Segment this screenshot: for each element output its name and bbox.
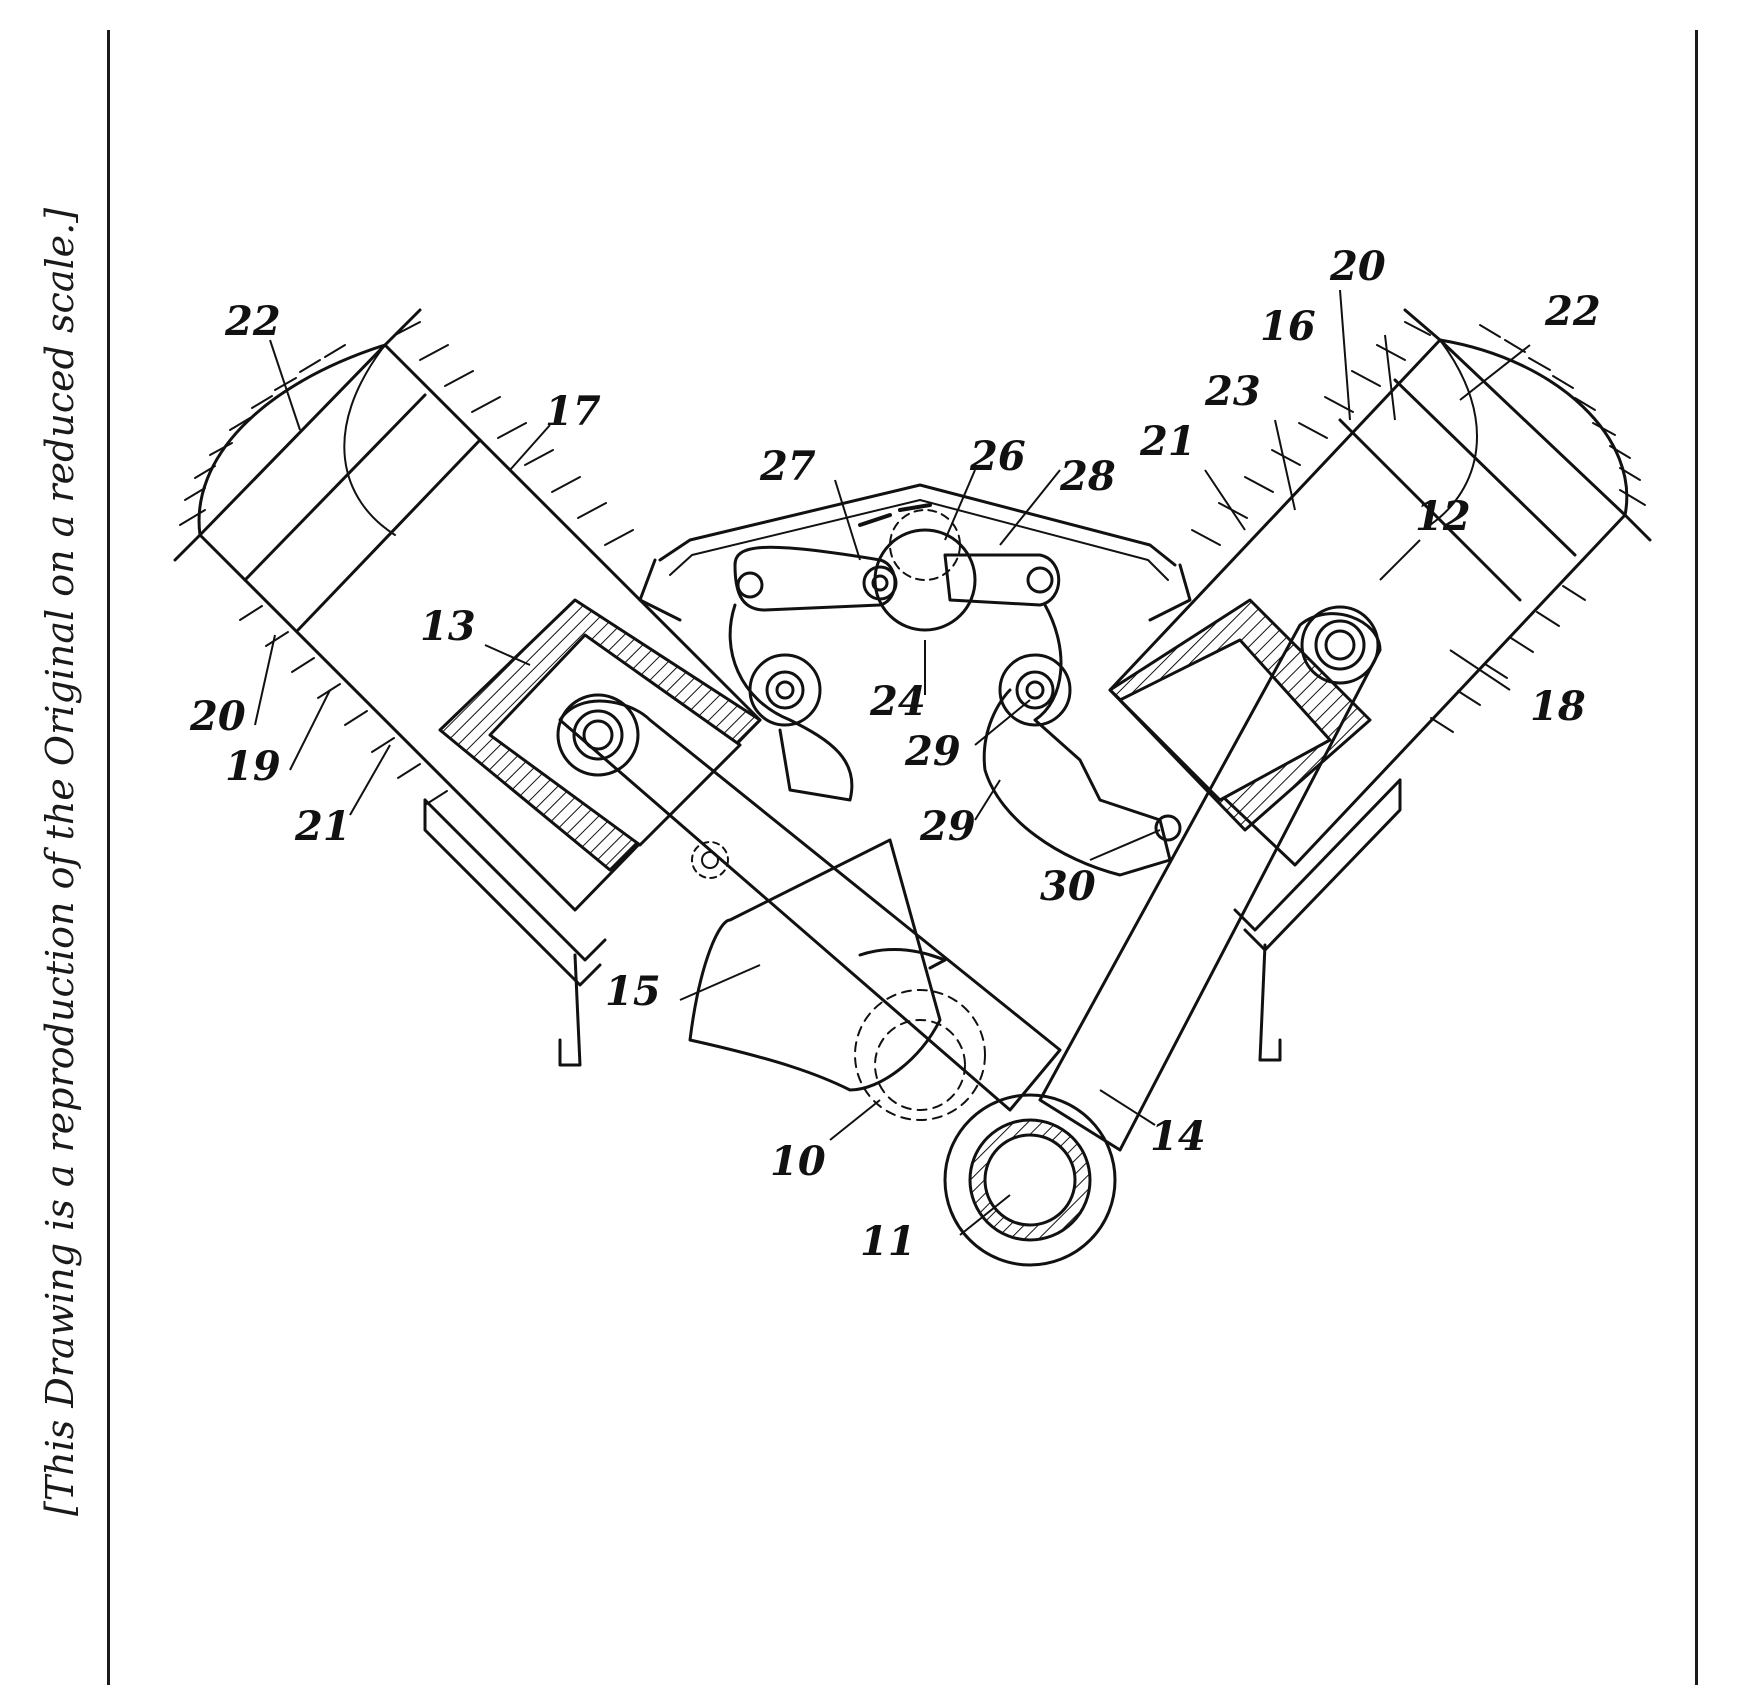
ref-27: 28 [1059, 453, 1116, 500]
crank-pin-11 [943, 1093, 1117, 1267]
ref-22-right: 22 [1544, 288, 1601, 335]
ref-26: 27 [759, 443, 816, 490]
ref-13: 13 [420, 603, 476, 650]
ref-25: 26 [969, 433, 1026, 480]
ref-17: 17 [545, 388, 601, 435]
ref-18: 18 [1530, 683, 1586, 730]
ref-20-top-right: 20 [1329, 243, 1386, 290]
ref-21-right: 21 [1139, 418, 1196, 465]
ref-11: 11 [860, 1218, 916, 1265]
ref-20-left: 20 [189, 693, 246, 740]
left-cylinder [173, 308, 762, 1067]
ref-22-left: 22 [224, 298, 281, 345]
ref-19: 19 [225, 743, 281, 790]
ref-16: 16 [1260, 303, 1316, 350]
ref-23: 23 [1204, 368, 1261, 415]
reference-numerals: 22 22 17 13 20 19 21 20 16 23 21 12 18 2… [189, 243, 1601, 1265]
ref-30: 30 [1040, 863, 1096, 910]
ref-10: 10 [770, 1138, 826, 1185]
counterweight-10 [688, 838, 986, 1121]
left-border-rule [107, 30, 110, 1685]
leader-lines [254, 289, 1531, 1236]
ref-12: 12 [1415, 493, 1471, 540]
ref-24: 24 [869, 678, 926, 725]
ref-21-left: 21 [294, 803, 351, 850]
valve-housing [638, 483, 1192, 622]
connecting-rod-15 [556, 693, 1062, 1112]
ref-15: 15 [605, 968, 661, 1015]
right-border-rule [1695, 30, 1698, 1685]
ref-29: 29 [904, 728, 961, 775]
ref-14: 14 [1150, 1113, 1206, 1160]
ref-28: 29 [919, 803, 976, 850]
connecting-rod-14 [1038, 605, 1382, 1152]
